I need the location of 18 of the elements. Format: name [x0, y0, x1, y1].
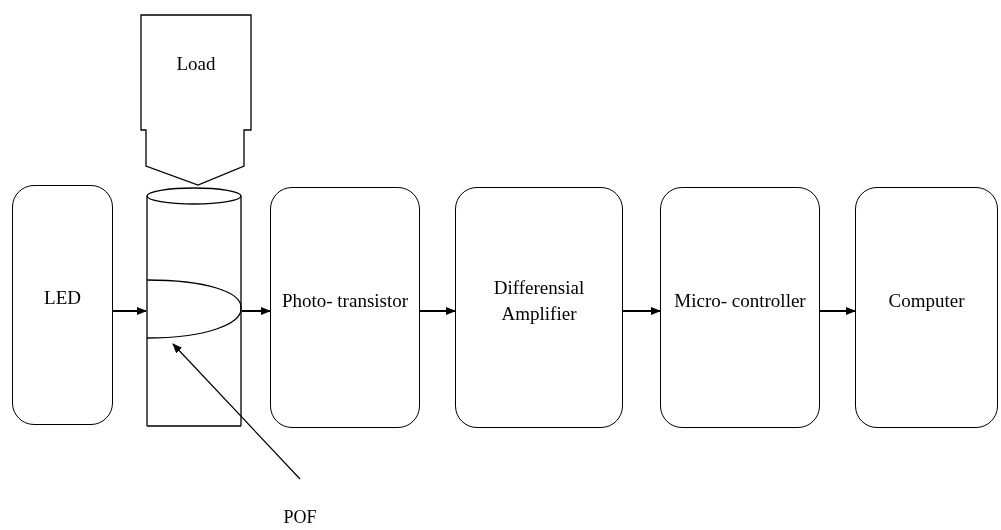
node-label: Photo- transistor [281, 288, 409, 313]
node-label: LED [44, 286, 81, 311]
node-label: Computer [888, 288, 965, 313]
node-label: Micro- controller [674, 288, 806, 313]
arrow [241, 307, 271, 315]
process-box [660, 187, 820, 428]
part-label: POF [283, 508, 317, 526]
process-box [455, 187, 623, 428]
arrow [112, 307, 147, 315]
leader-line [172, 343, 301, 480]
arrow [419, 307, 456, 315]
node-label: Differensial Amplifier [492, 275, 586, 326]
node-label: Load [175, 52, 217, 76]
arrow [622, 307, 661, 315]
arrow [819, 307, 856, 315]
process-box [12, 185, 113, 425]
process-box [855, 187, 998, 428]
process-box [270, 187, 420, 428]
